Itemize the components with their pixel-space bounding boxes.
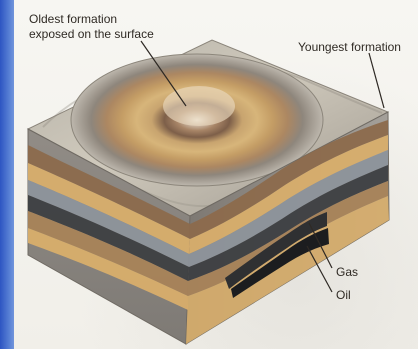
youngest-formation-leader xyxy=(369,53,384,108)
dome-core-highlight xyxy=(163,86,235,126)
oldest-formation-label-line-2: exposed on the surface xyxy=(29,27,154,41)
youngest-formation-label: Youngest formation xyxy=(298,40,401,54)
oldest-formation-label-line-1: Oldest formation xyxy=(29,12,117,26)
oil-label: Oil xyxy=(336,288,351,302)
gas-label: Gas xyxy=(336,265,358,279)
